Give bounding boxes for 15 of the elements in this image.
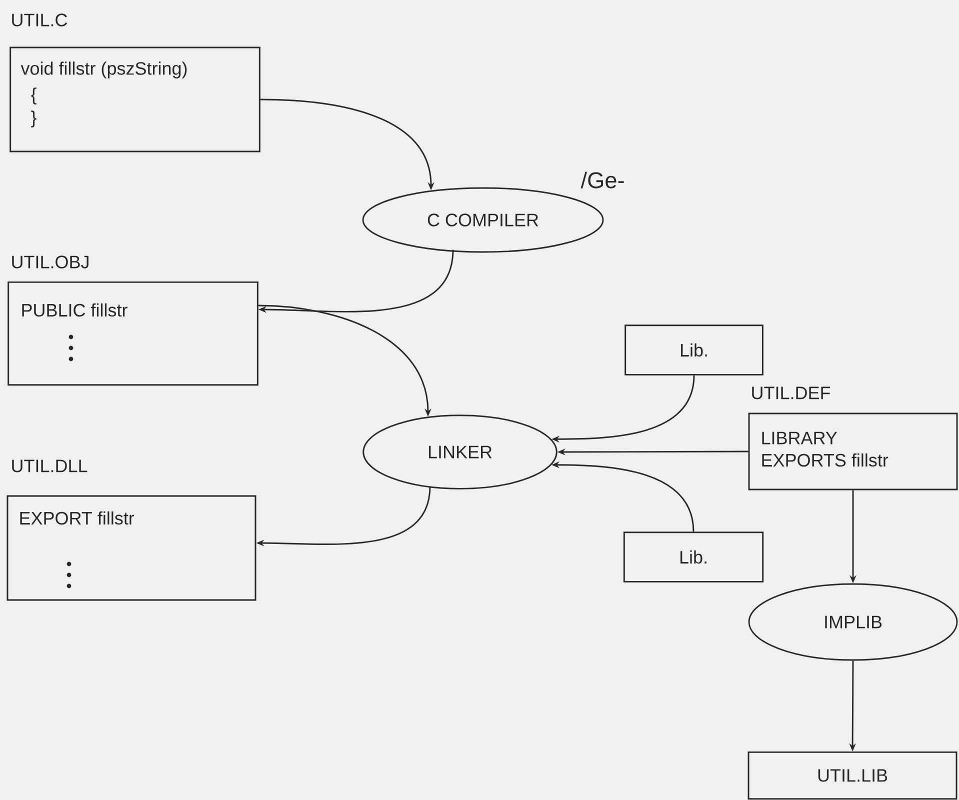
file-name-label: UTIL.DLL	[12, 460, 88, 472]
code-text: EXPORT fillstr	[20, 511, 134, 525]
code-text: EXPORTS fillstr	[762, 453, 888, 467]
file-name-label: UTIL.OBJ	[12, 256, 88, 268]
library-box: Lib.	[623, 532, 764, 582]
library-box: Lib.	[624, 324, 764, 376]
code-text: PUBLIC fillstr	[22, 303, 128, 317]
code-text: {	[31, 88, 36, 104]
file-name-label: UTIL.C	[12, 14, 68, 26]
code-text: }	[31, 110, 36, 128]
option-label: /Ge-	[580, 172, 624, 188]
library-box: UTIL.LIB	[748, 751, 958, 800]
code-text: LIBRARY	[762, 432, 838, 444]
file-name-label: UTIL.DEF	[752, 386, 830, 400]
code-text: void fillstr (pszString)	[20, 62, 187, 78]
